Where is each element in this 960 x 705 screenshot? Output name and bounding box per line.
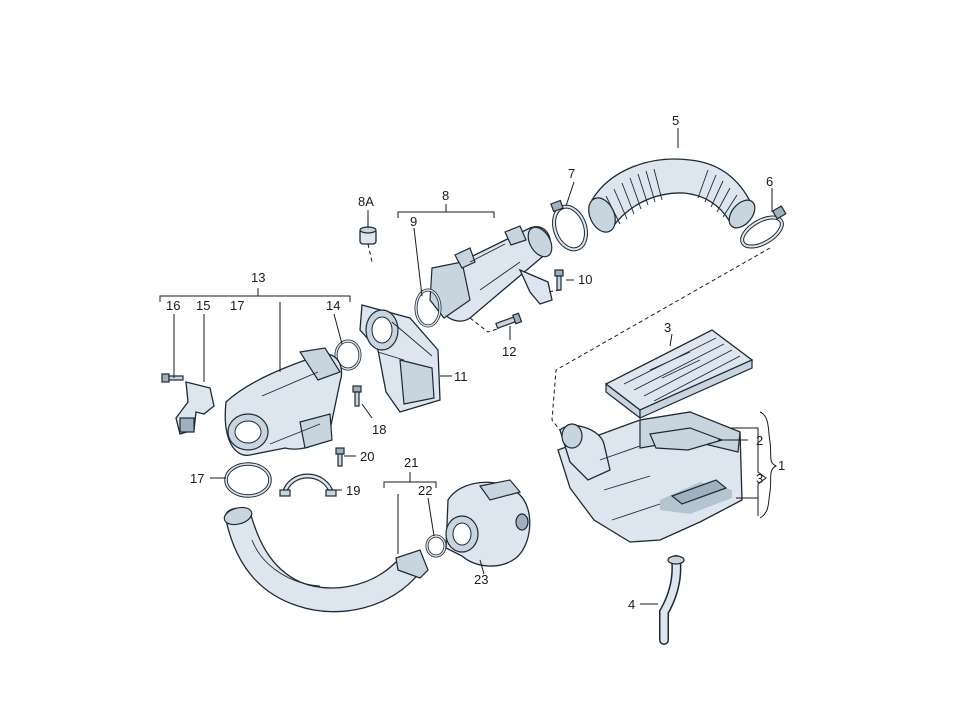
label-16: 16: [166, 298, 180, 313]
label-17b: 17: [190, 471, 204, 486]
label-5: 5: [672, 113, 679, 128]
label-20: 20: [360, 449, 374, 464]
connector-dashed-line: [547, 289, 561, 293]
part-22-o-ring: [425, 534, 447, 558]
label-15: 15: [196, 298, 210, 313]
leader-lines: [159, 128, 778, 605]
label-14: 14: [326, 298, 340, 313]
label-3b: 3: [756, 471, 763, 486]
label-10: 10: [578, 272, 592, 287]
part-14-o-ring: [334, 339, 362, 371]
part-17-o-ring: [224, 462, 272, 498]
part-labels: 5 6 7 8 8A 9 10 11 12 13 14 15 16 17 17 …: [166, 113, 785, 612]
label-3: 3: [664, 320, 671, 335]
part-15-sensor: [175, 381, 215, 435]
label-22: 22: [418, 483, 432, 498]
part-18-bolt: [352, 385, 362, 407]
connector-dashed-line: [551, 247, 771, 431]
part-3-filter-element: [604, 329, 754, 420]
part-16-bolt: [161, 373, 184, 383]
part-20-bolt: [335, 447, 345, 467]
label-9: 9: [410, 214, 417, 229]
part-6-hose-clamp: [740, 205, 787, 249]
label-7: 7: [568, 166, 575, 181]
part-10-bolt: [554, 269, 564, 291]
part-9-gasket: [414, 288, 442, 328]
label-8: 8: [442, 188, 449, 203]
label-11: 11: [454, 369, 468, 384]
label-12: 12: [502, 344, 516, 359]
label-21: 21: [404, 455, 418, 470]
part-8a-bushing: [359, 226, 377, 245]
part-21-charge-hose: [223, 506, 429, 613]
part-8-pipe: [429, 225, 553, 322]
part-12-bolt: [495, 312, 523, 330]
label-4: 4: [628, 597, 635, 612]
label-23: 23: [474, 572, 488, 587]
label-13: 13: [251, 270, 265, 285]
label-2: 2: [756, 433, 763, 448]
part-1-air-filter-housing: [557, 411, 743, 543]
label-17: 17: [230, 298, 244, 313]
part-11-flap-housing: [359, 304, 441, 413]
label-6: 6: [766, 174, 773, 189]
part-19-clamp: [279, 473, 337, 497]
part-5-intake-hose: [588, 158, 756, 233]
part-7-hose-clamp: [550, 199, 588, 252]
label-1: 1: [778, 458, 785, 473]
part-4-drain-hose: [659, 555, 685, 645]
part-13-manifold-pipe: [224, 347, 343, 456]
label-8a: 8A: [358, 194, 374, 209]
label-18: 18: [372, 422, 386, 437]
label-19: 19: [346, 483, 360, 498]
connector-dashed-line: [367, 243, 373, 263]
connector-dashed-line: [469, 317, 501, 333]
part-23-turbocharger: [445, 479, 531, 567]
